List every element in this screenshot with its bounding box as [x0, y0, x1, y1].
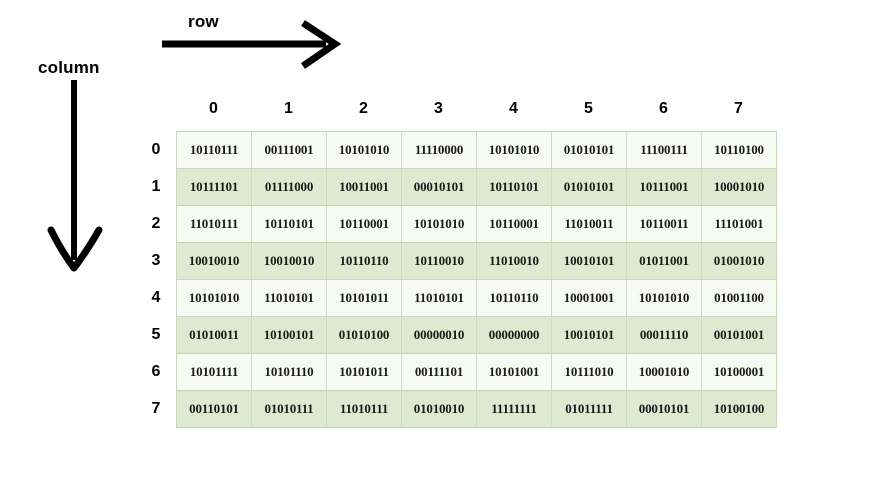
- bitmap-cell: 10110001: [326, 205, 402, 243]
- down-arrow-icon: [47, 80, 103, 272]
- bitmap-cell: 11010101: [251, 279, 327, 317]
- bitmap-cell: 11101001: [701, 205, 777, 243]
- table-row: 00110101 01010111 11010111 01010010 1111…: [176, 390, 777, 428]
- bitmap-cell: 01001010: [701, 242, 777, 280]
- bitmap-cell: 00111001: [251, 131, 327, 169]
- bitmap-cell: 10110001: [476, 205, 552, 243]
- bitmap-cell: 10110101: [476, 168, 552, 206]
- bitmap-cell: 00110101: [176, 390, 252, 428]
- table-row: 10111101 01111000 10011001 00010101 1011…: [176, 168, 777, 206]
- bitmap-cell: 10101010: [176, 279, 252, 317]
- column-index: 0: [209, 100, 218, 117]
- bitmap-cell: 00011110: [626, 316, 702, 354]
- row-index: 6: [151, 363, 161, 380]
- bitmap-cell: 10110011: [626, 205, 702, 243]
- bitmap-cell: 10101111: [176, 353, 252, 391]
- bitmap-cell: 01010011: [176, 316, 252, 354]
- bitmap-cell: 00010101: [626, 390, 702, 428]
- bitmap-cell: 10010101: [551, 316, 627, 354]
- column-index: 1: [284, 100, 293, 117]
- column-index: 6: [659, 100, 668, 117]
- bitmap-cell: 10010010: [251, 242, 327, 280]
- bitmap-cell: 10101001: [476, 353, 552, 391]
- table-row: 10101010 11010101 10101011 11010101 1011…: [176, 279, 777, 317]
- row-index: 7: [151, 400, 161, 417]
- row-index: 3: [151, 252, 161, 269]
- bitmap-cell: 10101010: [626, 279, 702, 317]
- bitmap-cell: 10011001: [326, 168, 402, 206]
- bitmap-cell: 00000000: [476, 316, 552, 354]
- bitmap-cell: 01010111: [251, 390, 327, 428]
- bitmap-cell: 10111101: [176, 168, 252, 206]
- bitmap-table-body: 10110111 00111001 10101010 11110000 1010…: [176, 131, 777, 428]
- column-index: 7: [734, 100, 743, 117]
- bitmap-table: 10110111 00111001 10101010 11110000 1010…: [176, 131, 777, 428]
- bitmap-cell: 00111101: [401, 353, 477, 391]
- bitmap-cell: 11111111: [476, 390, 552, 428]
- column-axis-label: column: [38, 58, 100, 77]
- bitmap-cell: 10100001: [701, 353, 777, 391]
- bitmap-cell: 10010101: [551, 242, 627, 280]
- bitmap-cell: 01111000: [251, 168, 327, 206]
- bitmap-grid: 10110111 00111001 10101010 11110000 1010…: [176, 131, 777, 428]
- bitmap-cell: 11010101: [401, 279, 477, 317]
- column-index: 5: [584, 100, 593, 117]
- bitmap-cell: 00000010: [401, 316, 477, 354]
- bitmap-cell: 10101011: [326, 279, 402, 317]
- bitmap-cell: 10110110: [476, 279, 552, 317]
- bitmap-cell: 10101011: [326, 353, 402, 391]
- bitmap-cell: 01010010: [401, 390, 477, 428]
- table-row: 10101111 10101110 10101011 00111101 1010…: [176, 353, 777, 391]
- column-index-header: 0 1 2 3 4 5 6 7: [176, 96, 776, 122]
- bitmap-cell: 10101010: [401, 205, 477, 243]
- bitmap-cell: 10101110: [251, 353, 327, 391]
- bitmap-cell: 10110111: [176, 131, 252, 169]
- bitmap-cell: 10001010: [701, 168, 777, 206]
- bitmap-cell: 10110110: [326, 242, 402, 280]
- bitmap-cell: 00101001: [701, 316, 777, 354]
- row-index: 4: [151, 289, 161, 306]
- row-index: 1: [151, 178, 161, 195]
- bitmap-cell: 10010010: [176, 242, 252, 280]
- bitmap-cell: 00010101: [401, 168, 477, 206]
- bitmap-cell: 10111010: [551, 353, 627, 391]
- bitmap-cell: 11010111: [176, 205, 252, 243]
- bitmap-cell: 10100100: [701, 390, 777, 428]
- bitmap-cell: 10001001: [551, 279, 627, 317]
- bitmap-cell: 01011001: [626, 242, 702, 280]
- column-index: 4: [509, 100, 518, 117]
- column-index: 3: [434, 100, 443, 117]
- bitmap-cell: 10001010: [626, 353, 702, 391]
- bitmap-cell: 11010011: [551, 205, 627, 243]
- column-index: 2: [359, 100, 368, 117]
- bitmap-cell: 10101010: [326, 131, 402, 169]
- bitmap-cell: 01010100: [326, 316, 402, 354]
- bitmap-cell: 11100111: [626, 131, 702, 169]
- row-axis-label: row: [188, 12, 219, 31]
- bitmap-cell: 11110000: [401, 131, 477, 169]
- bitmap-cell: 01011111: [551, 390, 627, 428]
- bitmap-cell: 11010111: [326, 390, 402, 428]
- table-row: 11010111 10110101 10110001 10101010 1011…: [176, 205, 777, 243]
- row-index: 5: [151, 326, 161, 343]
- bitmap-cell: 10110010: [401, 242, 477, 280]
- row-index-header: 0 1 2 3 4 5 6 7: [143, 131, 169, 427]
- table-row: 10010010 10010010 10110110 10110010 1101…: [176, 242, 777, 280]
- bitmap-cell: 10100101: [251, 316, 327, 354]
- bitmap-cell: 10110101: [251, 205, 327, 243]
- bitmap-cell: 10101010: [476, 131, 552, 169]
- bitmap-cell: 01010101: [551, 168, 627, 206]
- bitmap-cell: 01001100: [701, 279, 777, 317]
- bitmap-cell: 11010010: [476, 242, 552, 280]
- row-index: 0: [151, 141, 161, 158]
- bitmap-cell: 10110100: [701, 131, 777, 169]
- bitmap-cell: 10111001: [626, 168, 702, 206]
- table-row: 10110111 00111001 10101010 11110000 1010…: [176, 131, 777, 169]
- right-arrow-icon: [162, 20, 342, 69]
- bitmap-cell: 01010101: [551, 131, 627, 169]
- row-index: 2: [151, 215, 161, 232]
- table-row: 01010011 10100101 01010100 00000010 0000…: [176, 316, 777, 354]
